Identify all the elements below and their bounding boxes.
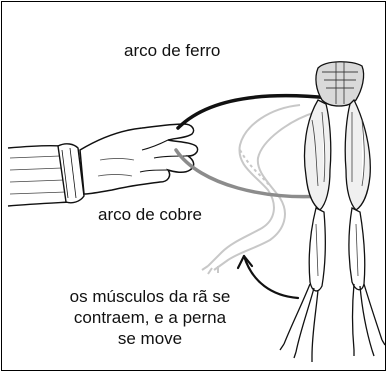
caption: os músculos da rã se contraem, e a perna… <box>50 286 250 349</box>
hand-holding-arcs-illustration <box>80 124 198 194</box>
copper-arc <box>176 150 322 197</box>
caption-line-1: os músculos da rã se <box>50 286 250 307</box>
copper-arc-label: arco de cobre <box>98 205 202 225</box>
ghost-leg-illustration <box>202 105 316 274</box>
caption-line-3: se move <box>50 328 250 349</box>
caption-line-2: contraem, e a perna <box>50 307 250 328</box>
sleeve-illustration <box>8 144 84 206</box>
frog-legs-illustration <box>280 62 385 362</box>
iron-arc-label: arco de ferro <box>124 41 220 61</box>
